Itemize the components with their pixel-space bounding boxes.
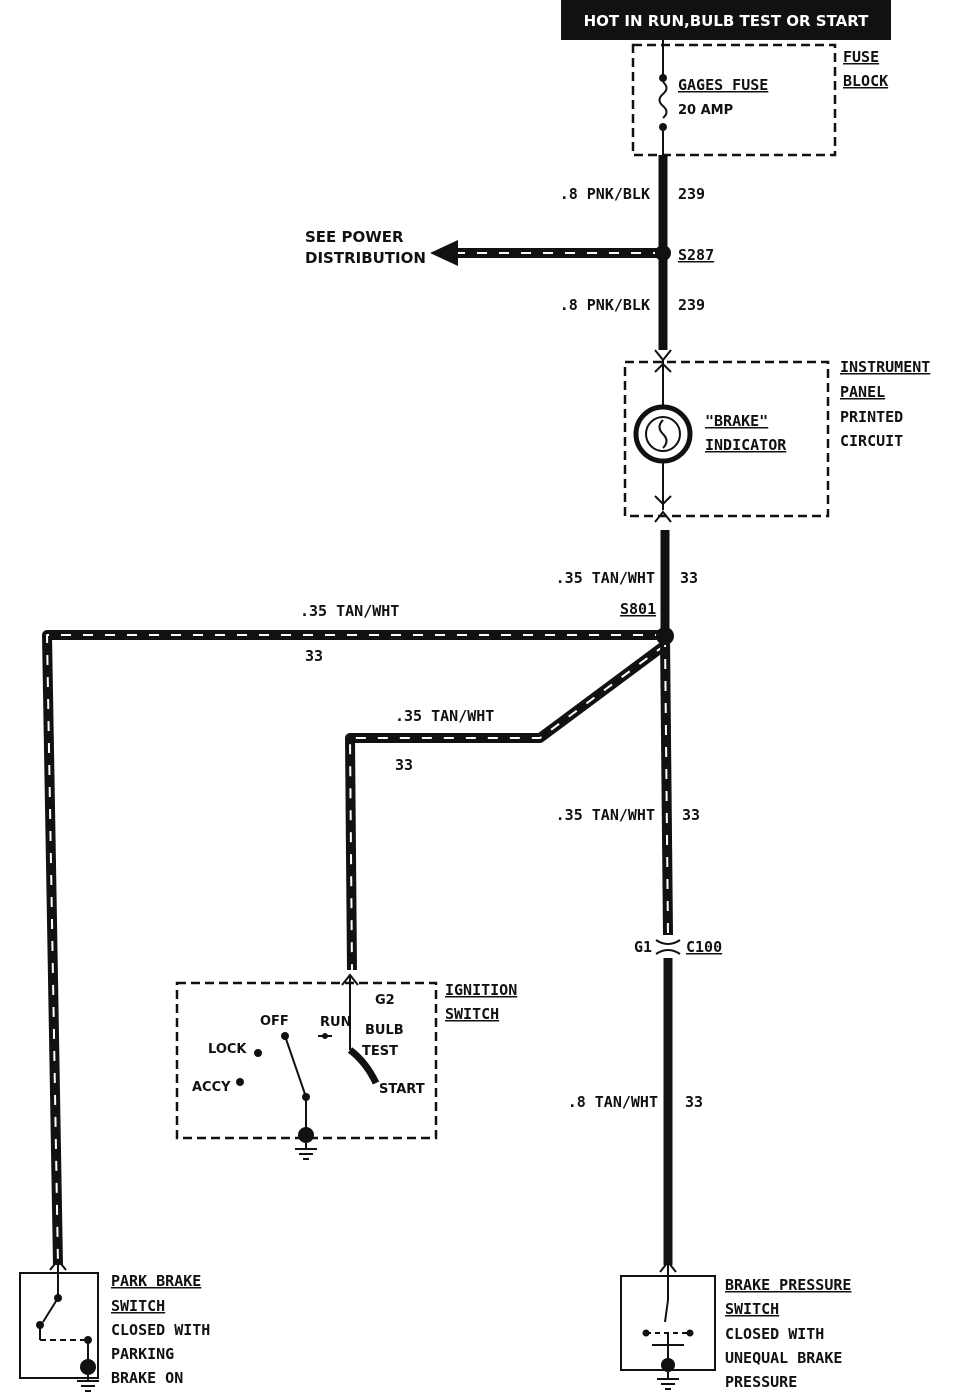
- fuse-block-title-1: FUSE: [843, 48, 879, 66]
- wire-33-c-circuit: 33: [685, 1093, 703, 1111]
- instrument-panel: "BRAKE" INDICATOR INSTRUMENT PANEL PRINT…: [623, 349, 930, 523]
- park-brake-label-2: SWITCH: [111, 1297, 165, 1315]
- splice-s287-dot: [655, 245, 671, 261]
- ignition-pos-lock: LOCK: [208, 1042, 247, 1057]
- wire-33-left-circuit: 33: [305, 647, 323, 665]
- wire-239-lower-circuit: 239: [678, 296, 705, 314]
- wire-33-lower: [660, 636, 673, 936]
- ground-icon: [77, 1359, 99, 1392]
- park-brake-label-1: PARK BRAKE: [111, 1272, 201, 1290]
- park-brake-label-3: CLOSED WITH: [111, 1321, 210, 1339]
- instrument-panel-outline: [623, 360, 830, 518]
- wire-33-a-circuit: 33: [680, 569, 698, 587]
- fuse-rating: 20 AMP: [678, 103, 733, 118]
- wire-239-upper-circuit: 239: [678, 185, 705, 203]
- power-condition-label: HOT IN RUN,BULB TEST OR START: [584, 12, 870, 30]
- fuse-icon: [658, 40, 668, 155]
- instrument-panel-title-4: CIRCUIT: [840, 432, 903, 450]
- brake-pressure-switch: BRAKE PRESSURE SWITCH CLOSED WITH UNEQUA…: [620, 1260, 851, 1391]
- arrow-left-icon: [430, 240, 458, 266]
- connector-pin: G1: [634, 938, 652, 956]
- wire-33-b-size: .35 TAN/WHT: [556, 806, 655, 824]
- wire-239-upper-size: .8 PNK/BLK: [560, 185, 650, 203]
- wire-33-left-size: .35 TAN/WHT: [300, 602, 399, 620]
- fuse-block: GAGES FUSE 20 AMP FUSE BLOCK: [631, 40, 888, 157]
- ignition-pos-accy: ACCY: [192, 1080, 231, 1095]
- ground-icon: [657, 1358, 679, 1390]
- brake-pressure-label-5: PRESSURE: [725, 1373, 797, 1391]
- ignition-switch: G2 OFF RUN BULB TEST LOCK ACCY START IGN…: [175, 973, 517, 1160]
- brake-indicator-label-1: "BRAKE": [705, 412, 768, 430]
- instrument-panel-title-2: PANEL: [840, 383, 885, 401]
- wire-33-a-size: .35 TAN/WHT: [556, 569, 655, 587]
- splice-s801-dot: [656, 627, 674, 645]
- ignition-switch-outline: [175, 981, 438, 1140]
- wire-33-b-circuit: 33: [682, 806, 700, 824]
- ignition-pin-g2: G2: [375, 993, 395, 1008]
- brake-pressure-label-2: SWITCH: [725, 1300, 779, 1318]
- ignition-pos-bulb: BULB: [365, 1023, 404, 1038]
- brake-pressure-label-4: UNEQUAL BRAKE: [725, 1349, 842, 1367]
- power-condition-header: HOT IN RUN,BULB TEST OR START: [561, 0, 891, 40]
- connector-icon: [655, 939, 681, 955]
- park-brake-label-4: PARKING: [111, 1345, 174, 1363]
- fuse-block-title-2: BLOCK: [843, 72, 888, 90]
- wire-33-ign-size: .35 TAN/WHT: [395, 707, 494, 725]
- power-distribution-label-2: DISTRIBUTION: [305, 249, 426, 267]
- wire-33-ignition-branch: [345, 640, 668, 971]
- ground-icon: [295, 1127, 317, 1160]
- park-brake-switch: PARK BRAKE SWITCH CLOSED WITH PARKING BR…: [19, 1258, 210, 1392]
- brake-pressure-label-1: BRAKE PRESSURE: [725, 1276, 851, 1294]
- wire-239-lower-size: .8 PNK/BLK: [560, 296, 650, 314]
- brake-indicator-label-2: INDICATOR: [705, 436, 787, 454]
- instrument-panel-title-1: INSTRUMENT: [840, 358, 930, 376]
- fuse-block-outline: [631, 43, 837, 157]
- splice-s287: S287: [678, 246, 714, 264]
- ignition-pos-off: OFF: [260, 1014, 289, 1029]
- power-distribution-branch: [430, 240, 663, 266]
- bulb-icon: [633, 404, 693, 464]
- wire-33-c-size: .8 TAN/WHT: [568, 1093, 658, 1111]
- wire-33-park-brake-branch: [42, 630, 665, 1266]
- park-brake-label-5: BRAKE ON: [111, 1369, 183, 1387]
- brake-pressure-label-3: CLOSED WITH: [725, 1325, 824, 1343]
- ignition-switch-title-2: SWITCH: [445, 1005, 499, 1023]
- instrument-panel-title-3: PRINTED: [840, 408, 903, 426]
- connector-name: C100: [686, 938, 722, 956]
- power-distribution-label-1: SEE POWER: [305, 228, 404, 246]
- fuse-name: GAGES FUSE: [678, 76, 768, 94]
- ignition-pos-start: START: [379, 1082, 425, 1097]
- ignition-switch-title-1: IGNITION: [445, 981, 517, 999]
- splice-s801: S801: [620, 600, 656, 618]
- wire-33-ign-circuit: 33: [395, 756, 413, 774]
- ignition-pos-test: TEST: [362, 1044, 398, 1059]
- ignition-pos-run: RUN: [320, 1015, 351, 1030]
